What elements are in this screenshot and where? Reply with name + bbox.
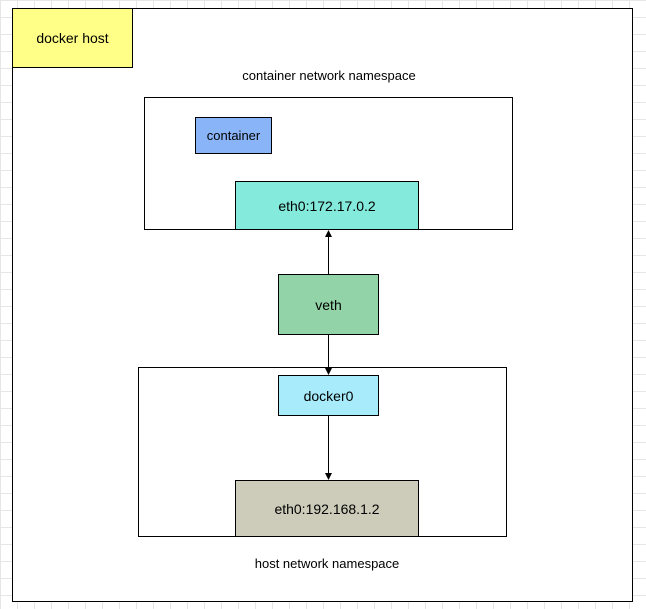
host-namespace-title: host network namespace <box>254 556 400 571</box>
docker-host-text: docker host <box>36 30 109 46</box>
host-eth0-text: eth0:192.168.1.2 <box>274 500 380 517</box>
docker0-box: docker0 <box>278 375 379 416</box>
docker-host-label: docker host <box>12 8 133 68</box>
container-namespace-title: container network namespace <box>242 68 416 83</box>
container-box: container <box>195 117 272 154</box>
container-text: container <box>206 128 261 143</box>
host-eth0-box: eth0:192.168.1.2 <box>235 480 419 537</box>
veth-box: veth <box>278 274 379 335</box>
container-eth0-text: eth0:172.17.0.2 <box>278 197 376 214</box>
docker0-text: docker0 <box>303 387 354 404</box>
container-eth0-box: eth0:172.17.0.2 <box>235 181 419 230</box>
veth-text: veth <box>315 296 342 313</box>
